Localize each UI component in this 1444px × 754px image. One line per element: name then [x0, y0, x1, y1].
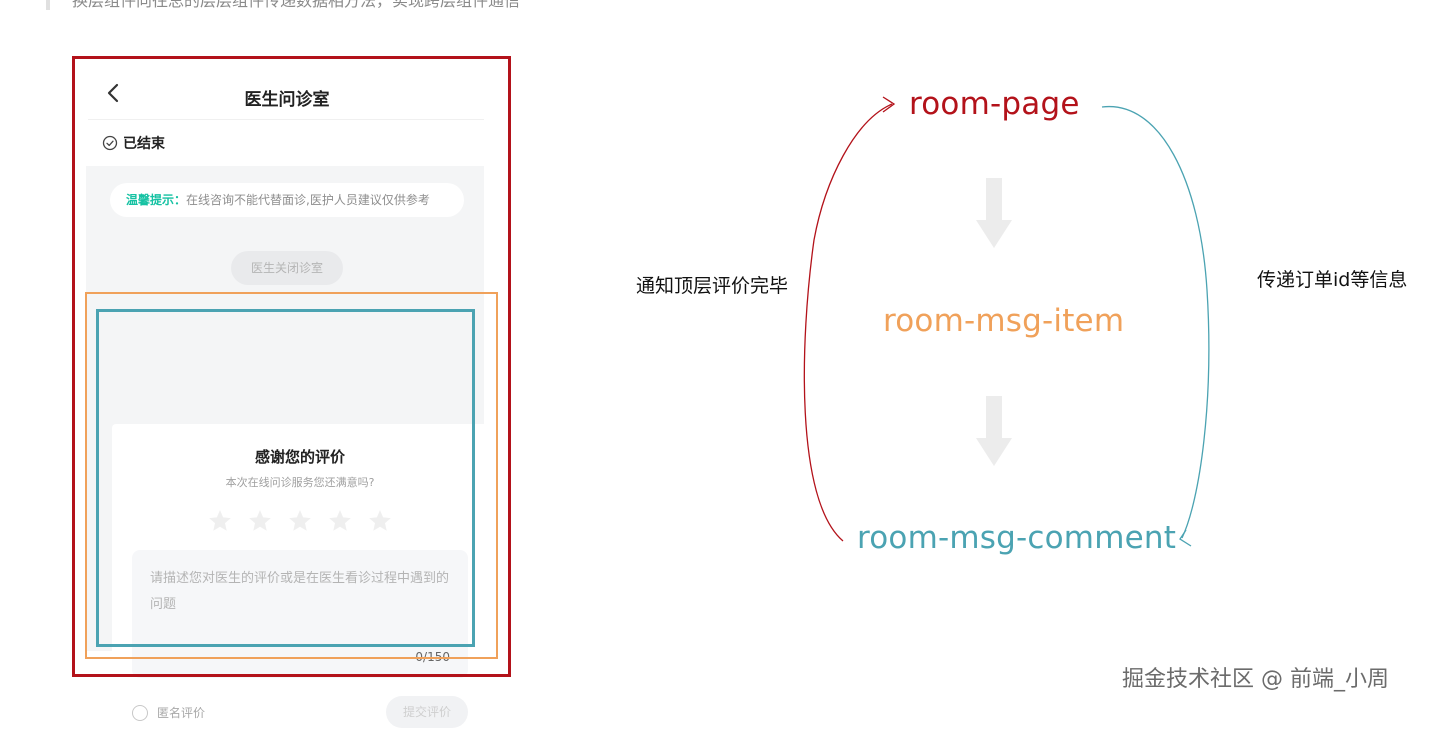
review-subtitle: 本次在线问诊服务您还满意吗?	[225, 476, 375, 489]
notice-text: 在线咨询不能代替面诊,医护人员建议仅供参考	[186, 193, 430, 207]
quote-bar	[46, 0, 50, 10]
notify-arrow-curve	[803, 103, 893, 542]
phone-screenshot: 医生问诊室 已结束 温馨提示：在线咨询不能代替面诊,医护人员建议仅供参考 医生关…	[72, 56, 511, 754]
pass-info-label: 传递订单id等信息	[1257, 269, 1408, 291]
component-diagram: room-page room-msg-item room-msg-comment…	[600, 60, 1444, 620]
star-icon[interactable]	[247, 508, 273, 534]
anonymous-radio[interactable]	[132, 705, 148, 721]
star-icon[interactable]	[287, 508, 313, 534]
notify-label: 通知顶层评价完毕	[636, 275, 789, 297]
pass-arrow-head	[1179, 529, 1192, 547]
close-room-notice: 医生关闭诊室	[231, 251, 343, 285]
notify-arrow-head	[882, 96, 896, 113]
node-room-msg-item: room-msg-item	[883, 303, 1125, 339]
room-header: 医生问诊室 已结束	[72, 56, 511, 152]
comment-placeholder: 请描述您对医生的评价或是在医生看诊过程中遇到的问题	[150, 571, 450, 612]
down-arrow-2	[976, 396, 1012, 466]
top-caption: 换层组件向往总的层层组件传递数据相方法，实现跨层组件通信	[72, 0, 521, 10]
star-icon[interactable]	[207, 508, 233, 534]
node-room-page: room-page	[909, 86, 1080, 122]
node-room-msg-comment: room-msg-comment	[857, 520, 1177, 556]
down-arrow-1	[976, 178, 1012, 248]
page-title: 医生问诊室	[244, 90, 330, 110]
review-card: 感谢您的评价 本次在线问诊服务您还满意吗? 请描述您对医生的评价或是在医生看诊过…	[112, 424, 488, 754]
comment-count: 0/150	[415, 650, 450, 664]
message-area: 温馨提示：在线咨询不能代替面诊,医护人员建议仅供参考 医生关闭诊室 感谢您的评价…	[86, 166, 488, 754]
comment-textarea[interactable]: 请描述您对医生的评价或是在医生看诊过程中遇到的问题 0/150	[132, 550, 468, 678]
notice-pill: 温馨提示：在线咨询不能代替面诊,医护人员建议仅供参考	[110, 183, 464, 217]
diagram-connectors	[803, 96, 1210, 547]
star-icon[interactable]	[367, 508, 393, 534]
anonymous-label: 匿名评价	[157, 706, 206, 720]
status-text: 已结束	[123, 136, 165, 152]
notice-label: 温馨提示：	[126, 193, 187, 207]
pass-arrow-curve	[1101, 106, 1210, 539]
back-arrow-icon[interactable]	[104, 82, 124, 104]
watermark: 掘金技术社区 @ 前端_小周	[1122, 667, 1389, 692]
review-title: 感谢您的评价	[254, 448, 345, 466]
header-divider	[88, 119, 484, 120]
check-circle-icon	[102, 135, 118, 151]
submit-review-button[interactable]: 提交评价	[386, 696, 468, 728]
star-icon[interactable]	[327, 508, 353, 534]
